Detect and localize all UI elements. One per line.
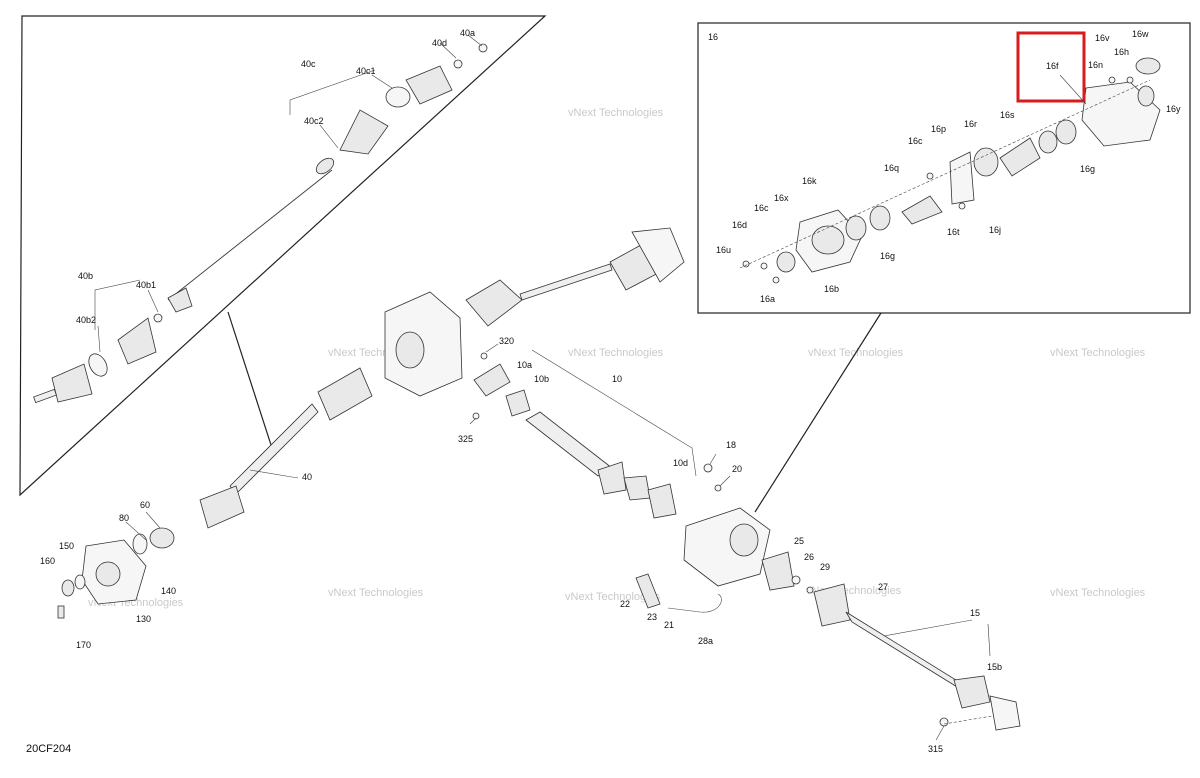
- part-label: 40d: [432, 38, 447, 48]
- watermark: vNext Technologies: [568, 347, 664, 359]
- part-label: 40b2: [76, 315, 96, 325]
- part-label: 16v: [1095, 33, 1110, 43]
- part-labels-detail: 16 16f 16v 16w 16h 16n 16y 16c 16p 16r 1…: [708, 29, 1181, 304]
- right-detail-panel: [697, 22, 1191, 513]
- part-label: 27: [878, 582, 888, 592]
- part-label: 16s: [1000, 110, 1015, 120]
- watermark: vNext Technologies: [328, 587, 424, 599]
- part-label: 16k: [802, 176, 817, 186]
- part-label: 18: [726, 440, 736, 450]
- highlight-box: [1016, 31, 1086, 103]
- part-label: 325: [458, 434, 473, 444]
- part-label: 25: [794, 536, 804, 546]
- part-label: 160: [40, 556, 55, 566]
- part-label: 28a: [698, 636, 713, 646]
- part-label: 10a: [517, 360, 532, 370]
- detail-box-label: 16: [708, 32, 718, 42]
- part-label: 40b: [78, 271, 93, 281]
- part-label: 16x: [774, 193, 789, 203]
- diagram-code: 20CF204: [26, 743, 71, 755]
- part-label: 60: [140, 500, 150, 510]
- part-label: 16u: [716, 245, 731, 255]
- highlighted-part-label: 16f: [1046, 61, 1059, 71]
- part-label: 16r: [964, 119, 977, 129]
- watermark: vNext Technologies: [565, 591, 661, 603]
- part-label: 20: [732, 464, 742, 474]
- part-label: 40c: [301, 59, 316, 69]
- part-label: 23: [647, 612, 657, 622]
- part-label: 22: [620, 599, 630, 609]
- watermark: vNext Technologies: [568, 107, 664, 119]
- part-label: 40b1: [136, 280, 156, 290]
- part-label: 40c1: [356, 66, 376, 76]
- part-label: 16p: [931, 124, 946, 134]
- part-label: 170: [76, 640, 91, 650]
- part-label: 15b: [987, 662, 1002, 672]
- part-label: 16y: [1166, 104, 1181, 114]
- part-label: 16q: [884, 163, 899, 173]
- part-label: 16c: [754, 203, 769, 213]
- part-label: 40a: [460, 28, 475, 38]
- part-label: 21: [664, 620, 674, 630]
- part-label: 80: [119, 513, 129, 523]
- part-label: 16g: [880, 251, 895, 261]
- part-label: 130: [136, 614, 151, 624]
- part-labels-main: 40c 40d 40a 40c1 40c2 40b 40b1 40b2 320 …: [40, 28, 1002, 754]
- part-label: 140: [161, 586, 176, 596]
- watermarks: vNext Technologies vNext Technologies vN…: [85, 107, 1146, 609]
- part-label: 16c: [908, 136, 923, 146]
- part-label: 15: [970, 608, 980, 618]
- part-label: 320: [499, 336, 514, 346]
- part-label: 16d: [732, 220, 747, 230]
- watermark: vNext Technologies: [1050, 587, 1146, 599]
- part-label: 40: [302, 472, 312, 482]
- part-label: 10: [612, 374, 622, 384]
- part-label: 16b: [824, 284, 839, 294]
- part-label: 26: [804, 552, 814, 562]
- part-label: 16n: [1088, 60, 1103, 70]
- part-label: 16a: [760, 294, 775, 304]
- part-label: 10b: [534, 374, 549, 384]
- part-label: 16h: [1114, 47, 1129, 57]
- part-label: 16w: [1132, 29, 1149, 39]
- part-label: 40c2: [304, 116, 324, 126]
- main-assembly: [57, 227, 1021, 741]
- part-label: 16g: [1080, 164, 1095, 174]
- part-label: 10d: [673, 458, 688, 468]
- part-label: 16t: [947, 227, 960, 237]
- left-detail-panel: [19, 15, 547, 497]
- part-label: 29: [820, 562, 830, 572]
- part-label: 315: [928, 744, 943, 754]
- watermark: vNext Technologies: [1050, 347, 1146, 359]
- part-label: 16j: [989, 225, 1001, 235]
- part-label: 150: [59, 541, 74, 551]
